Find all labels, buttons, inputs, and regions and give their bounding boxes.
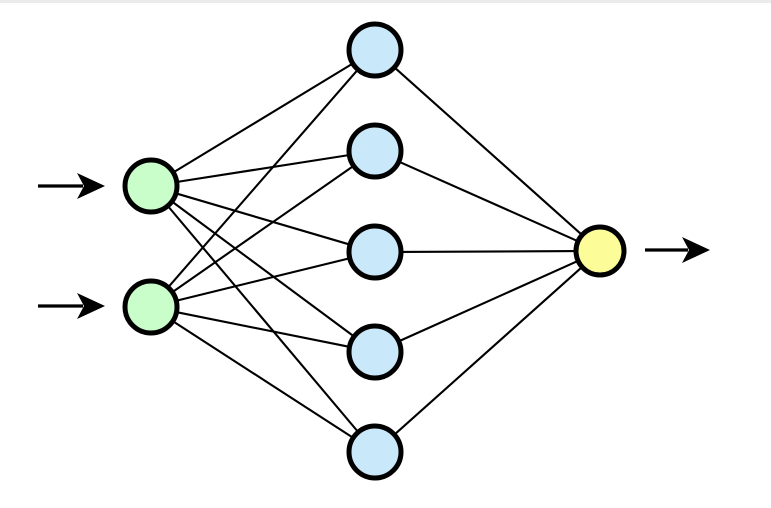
input-arrow-bottom — [38, 293, 105, 319]
node-h-2[interactable] — [346, 122, 404, 180]
io-arrows-group — [38, 173, 710, 319]
edge-in-1-to-h-5 — [166, 204, 360, 434]
output-arrow — [645, 237, 710, 263]
edge-h-5-to-out-1 — [392, 265, 584, 437]
edge-in-2-to-h-4 — [174, 310, 352, 349]
edge-in-2-to-h-2 — [170, 164, 356, 294]
input-arrow-top-head — [77, 173, 105, 199]
node-h-1[interactable] — [346, 21, 404, 79]
output-arrow-head — [682, 237, 710, 263]
edge-h-1-to-out-1 — [392, 65, 584, 237]
edge-in-1-to-h-3 — [173, 192, 353, 246]
node-out-1[interactable] — [573, 224, 627, 278]
nodes-group — [122, 21, 627, 481]
edge-in-2-to-h-1 — [166, 67, 360, 290]
input-arrow-bottom-head — [77, 293, 105, 319]
edges-group — [166, 61, 584, 440]
edge-in-1-to-h-1 — [171, 61, 355, 175]
edge-h-2-to-out-1 — [396, 160, 581, 243]
node-in-1[interactable] — [122, 157, 180, 215]
input-arrow-top — [38, 173, 105, 199]
edge-in-1-to-h-4 — [170, 199, 356, 339]
top-edge-band — [0, 0, 771, 3]
edge-in-1-to-h-2 — [174, 153, 352, 184]
edge-in-2-to-h-5 — [170, 319, 356, 440]
edge-in-2-to-h-3 — [174, 256, 352, 303]
node-h-5[interactable] — [346, 423, 404, 481]
edge-h-3-to-out-1 — [398, 250, 579, 253]
node-h-3[interactable] — [346, 223, 404, 281]
node-in-2[interactable] — [122, 278, 180, 336]
node-h-4[interactable] — [346, 323, 404, 381]
edge-h-4-to-out-1 — [396, 259, 581, 343]
